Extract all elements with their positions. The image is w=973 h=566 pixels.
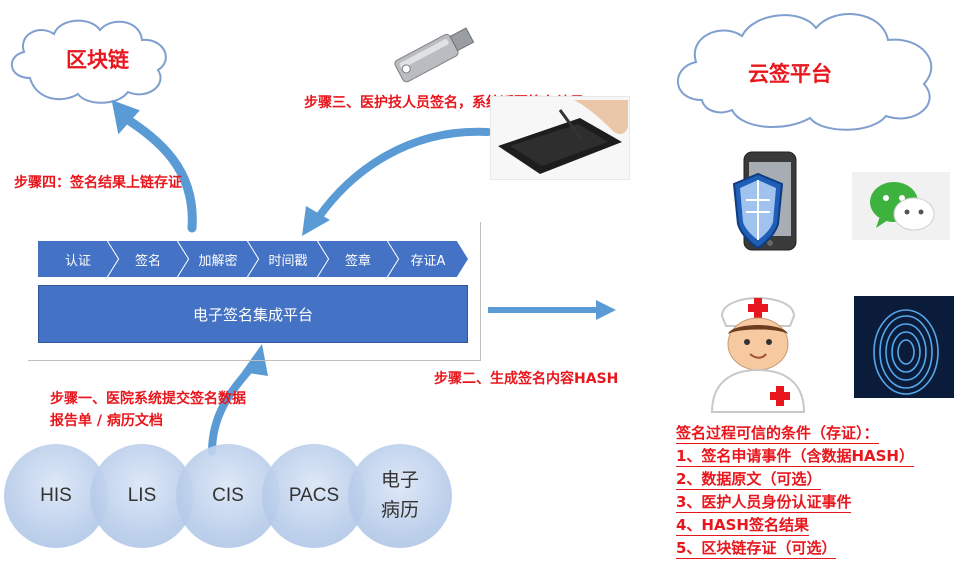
phone-shield-icon	[732, 151, 797, 251]
system-emr: 电子 病历	[348, 444, 452, 548]
step1-label-line1: 步骤一、医院系统提交签名数据	[50, 391, 246, 407]
blockchain-label: 区块链	[66, 48, 129, 72]
fingerprint-icon	[854, 296, 954, 398]
e-signature-platform: 电子签名集成平台	[38, 285, 468, 343]
conditions-title: 签名过程可信的条件（存证）：	[676, 424, 879, 444]
doctor-icon	[710, 297, 806, 413]
chevron-timestamp: 时间戳	[248, 241, 328, 277]
signature-tablet-icon	[490, 96, 630, 180]
chevron-encrypt: 加解密	[178, 241, 258, 277]
wechat-icon	[852, 172, 950, 240]
cloud-sign-cloud	[677, 13, 933, 131]
function-chevrons: 认证 签名 加解密 时间戳 签章 存证A	[38, 241, 468, 277]
condition-item-1: 1、签名申请事件（含数据HASH）	[676, 447, 914, 467]
step1-label-line2: 报告单 / 病历文档	[50, 413, 163, 429]
chevron-seal: 签章	[318, 241, 398, 277]
condition-item-4: 4、HASH签名结果	[676, 516, 809, 536]
blockchain-cloud	[11, 19, 167, 104]
platform-frame	[28, 222, 481, 361]
usb-key-icon	[394, 27, 475, 83]
chevron-evidence: 存证A	[388, 241, 468, 277]
system-cis: CIS	[176, 444, 280, 548]
cloud-sign-label: 云签平台	[748, 62, 832, 86]
condition-item-5: 5、区块链存证（可选）	[676, 539, 837, 559]
condition-item-2: 2、数据原文（可选）	[676, 470, 822, 490]
step1-arrow	[208, 360, 258, 456]
condition-item-3: 3、医护人员身份认证事件	[676, 493, 852, 513]
step4-arrow	[117, 111, 197, 233]
step4-label: 步骤四：签名结果上链存证	[14, 175, 182, 191]
chevron-sign: 签名	[108, 241, 188, 277]
step3-arrow	[314, 127, 492, 222]
step2-label: 步骤二、生成签名内容HASH	[434, 371, 619, 387]
chevron-auth: 认证	[38, 241, 118, 277]
